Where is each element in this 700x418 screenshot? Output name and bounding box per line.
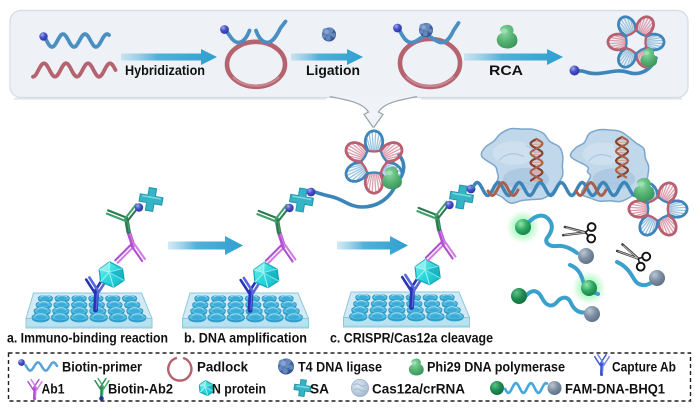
svg-text:Biotin-Ab2: Biotin-Ab2 [108,382,173,397]
svg-text:Biotin-primer: Biotin-primer [62,360,143,375]
svg-text:RCA: RCA [489,62,523,78]
svg-text:Ab1: Ab1 [42,382,65,397]
svg-text:Hybridization: Hybridization [125,62,205,78]
svg-text:T4 DNA ligase: T4 DNA ligase [298,360,382,375]
svg-text:Cas12a/crRNA: Cas12a/crRNA [372,382,465,397]
svg-text:Phi29 DNA polymerase: Phi29 DNA polymerase [427,360,565,375]
svg-text:Ligation: Ligation [306,62,360,78]
svg-text:c. CRISPR/Cas12a cleavage: c. CRISPR/Cas12a cleavage [330,331,493,346]
svg-text:Padlock: Padlock [197,360,248,375]
svg-text:SA: SA [310,382,329,397]
svg-text:a. Immuno-binding reaction: a. Immuno-binding reaction [7,331,168,346]
svg-text:FAM-DNA-BHQ1: FAM-DNA-BHQ1 [565,382,665,397]
svg-text:Capture Ab: Capture Ab [612,360,676,375]
svg-text:b. DNA amplification: b. DNA amplification [184,331,307,346]
svg-text:N protein: N protein [212,382,266,397]
